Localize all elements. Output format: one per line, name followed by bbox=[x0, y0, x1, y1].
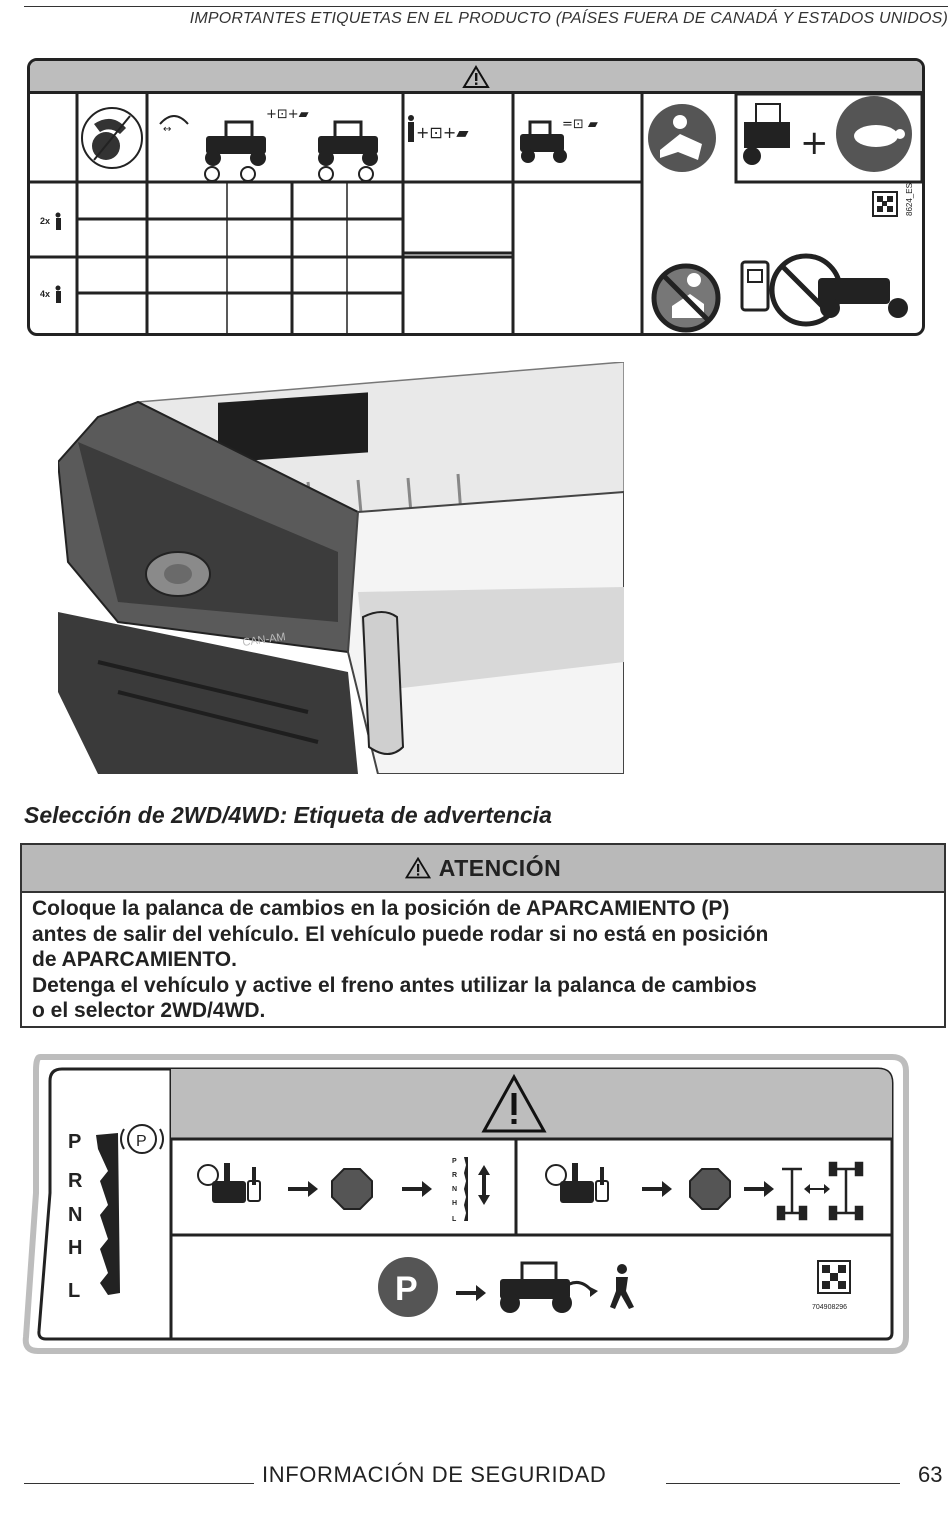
park-circle-letter: P bbox=[395, 1270, 418, 1308]
footer-rule-right bbox=[666, 1483, 900, 1484]
stop-sign-icon bbox=[331, 1168, 373, 1210]
arrow-right-icon bbox=[288, 1181, 318, 1197]
cargo-box-illustration: CAN-AM bbox=[58, 362, 624, 774]
drivetrain-2wd-4wd-icon bbox=[776, 1161, 864, 1221]
caution-line: o el selector 2WD/4WD. bbox=[32, 999, 266, 1022]
person-walking-icon bbox=[610, 1264, 634, 1309]
svg-text:4x: 4x bbox=[40, 289, 50, 299]
no-passenger-icon bbox=[651, 263, 721, 333]
product-label-2: P R N H L P P R N H L bbox=[22, 1054, 909, 1354]
passenger-cargo-icon: +⊡+▰ bbox=[408, 115, 469, 142]
label1-code: 8624_ES bbox=[905, 183, 914, 216]
gear-label: N bbox=[68, 1204, 82, 1226]
footer-rule-left bbox=[24, 1483, 254, 1484]
label1-grid: ↔ +⊡+▰ +⊡+▰ =⊡ ▰ bbox=[30, 94, 922, 333]
gear-label: H bbox=[68, 1237, 82, 1259]
up-down-arrow-icon bbox=[478, 1165, 490, 1205]
product-label-1: ↔ +⊡+▰ +⊡+▰ =⊡ ▰ bbox=[27, 58, 925, 336]
warning-triangle-icon bbox=[404, 857, 431, 879]
row-marker-2x: 2x bbox=[40, 212, 61, 230]
svg-text:CAN-AM: CAN-AM bbox=[242, 631, 287, 649]
svg-text:2x: 2x bbox=[40, 216, 50, 226]
park-before-exit-sequence: P 704908296 bbox=[378, 1257, 851, 1317]
cargo-turtle-icon: + bbox=[734, 94, 922, 184]
brake-pedal-icon bbox=[545, 1163, 609, 1203]
svg-text:R: R bbox=[452, 1172, 457, 1179]
stop-sign-icon bbox=[689, 1168, 731, 1210]
no-fueling-running-icon bbox=[740, 253, 908, 327]
svg-text:L: L bbox=[452, 1216, 457, 1223]
header-rule bbox=[24, 6, 948, 7]
footer-section-title: INFORMACIÓN DE SEGURIDAD bbox=[262, 1462, 607, 1487]
vehicle-2wd-4wd-icons: ↔ +⊡+▰ bbox=[159, 107, 378, 182]
caution-line: Detenga el vehículo y active el freno an… bbox=[32, 973, 757, 997]
warning-band bbox=[30, 61, 922, 94]
caution-body: Coloque la palanca de cambios en la posi… bbox=[22, 893, 944, 1024]
arrow-right-icon bbox=[456, 1285, 486, 1301]
svg-text:+⊡+▰: +⊡+▰ bbox=[416, 123, 469, 142]
arrow-right-icon bbox=[642, 1181, 672, 1197]
gear-label: P bbox=[68, 1131, 81, 1153]
caution-title: ATENCIÓN bbox=[438, 854, 562, 881]
brake-then-shift-sequence: P R N H L bbox=[197, 1157, 490, 1223]
qr-code-icon bbox=[872, 191, 898, 217]
park-circle-icon bbox=[378, 1257, 438, 1317]
label2-code: 704908296 bbox=[812, 1304, 847, 1311]
arrow-right-icon bbox=[744, 1181, 774, 1197]
arrow-right-icon bbox=[402, 1181, 432, 1197]
warning-triangle-icon bbox=[481, 1073, 547, 1133]
svg-text:H: H bbox=[452, 1200, 457, 1207]
read-manual-icon bbox=[648, 104, 716, 172]
svg-text:+⊡+▰: +⊡+▰ bbox=[266, 107, 309, 122]
steering-wheel-icon bbox=[81, 107, 143, 169]
gear-label: R bbox=[68, 1170, 83, 1192]
brake-pedal-icon bbox=[197, 1163, 261, 1203]
gear-selector-diagram: P R N H L P bbox=[68, 1124, 164, 1302]
park-symbol: P bbox=[136, 1133, 147, 1150]
row-marker-4x: 4x bbox=[40, 285, 61, 303]
section-title: Selección de 2WD/4WD: Etiqueta de advert… bbox=[24, 802, 552, 828]
svg-text:P: P bbox=[452, 1158, 457, 1165]
caution-line: antes de salir del vehículo. El vehículo… bbox=[32, 922, 769, 946]
warning-triangle-icon bbox=[462, 65, 490, 88]
qr-code-icon bbox=[817, 1260, 851, 1294]
svg-text:=⊡ ▰: =⊡ ▰ bbox=[562, 117, 598, 132]
caution-line: de APARCAMIENTO. bbox=[32, 948, 237, 971]
caution-line: Coloque la palanca de cambios en la posi… bbox=[32, 897, 730, 920]
svg-text:+: + bbox=[800, 123, 829, 163]
vehicle-load-icon: =⊡ ▰ bbox=[520, 117, 598, 163]
small-gear-indicator: P R N H L bbox=[452, 1157, 490, 1223]
brake-then-2wd4wd-sequence bbox=[545, 1161, 864, 1221]
page-number: 63 bbox=[918, 1462, 943, 1487]
caution-box: ATENCIÓN Coloque la palanca de cambios e… bbox=[20, 843, 946, 1028]
svg-text:↔: ↔ bbox=[163, 124, 171, 135]
page-header-title: IMPORTANTES ETIQUETAS EN EL PRODUCTO (PA… bbox=[189, 10, 948, 27]
caution-header: ATENCIÓN bbox=[22, 845, 944, 893]
utv-vehicle-icon bbox=[500, 1261, 598, 1313]
svg-text:N: N bbox=[452, 1186, 457, 1193]
gear-label: L bbox=[68, 1280, 80, 1302]
